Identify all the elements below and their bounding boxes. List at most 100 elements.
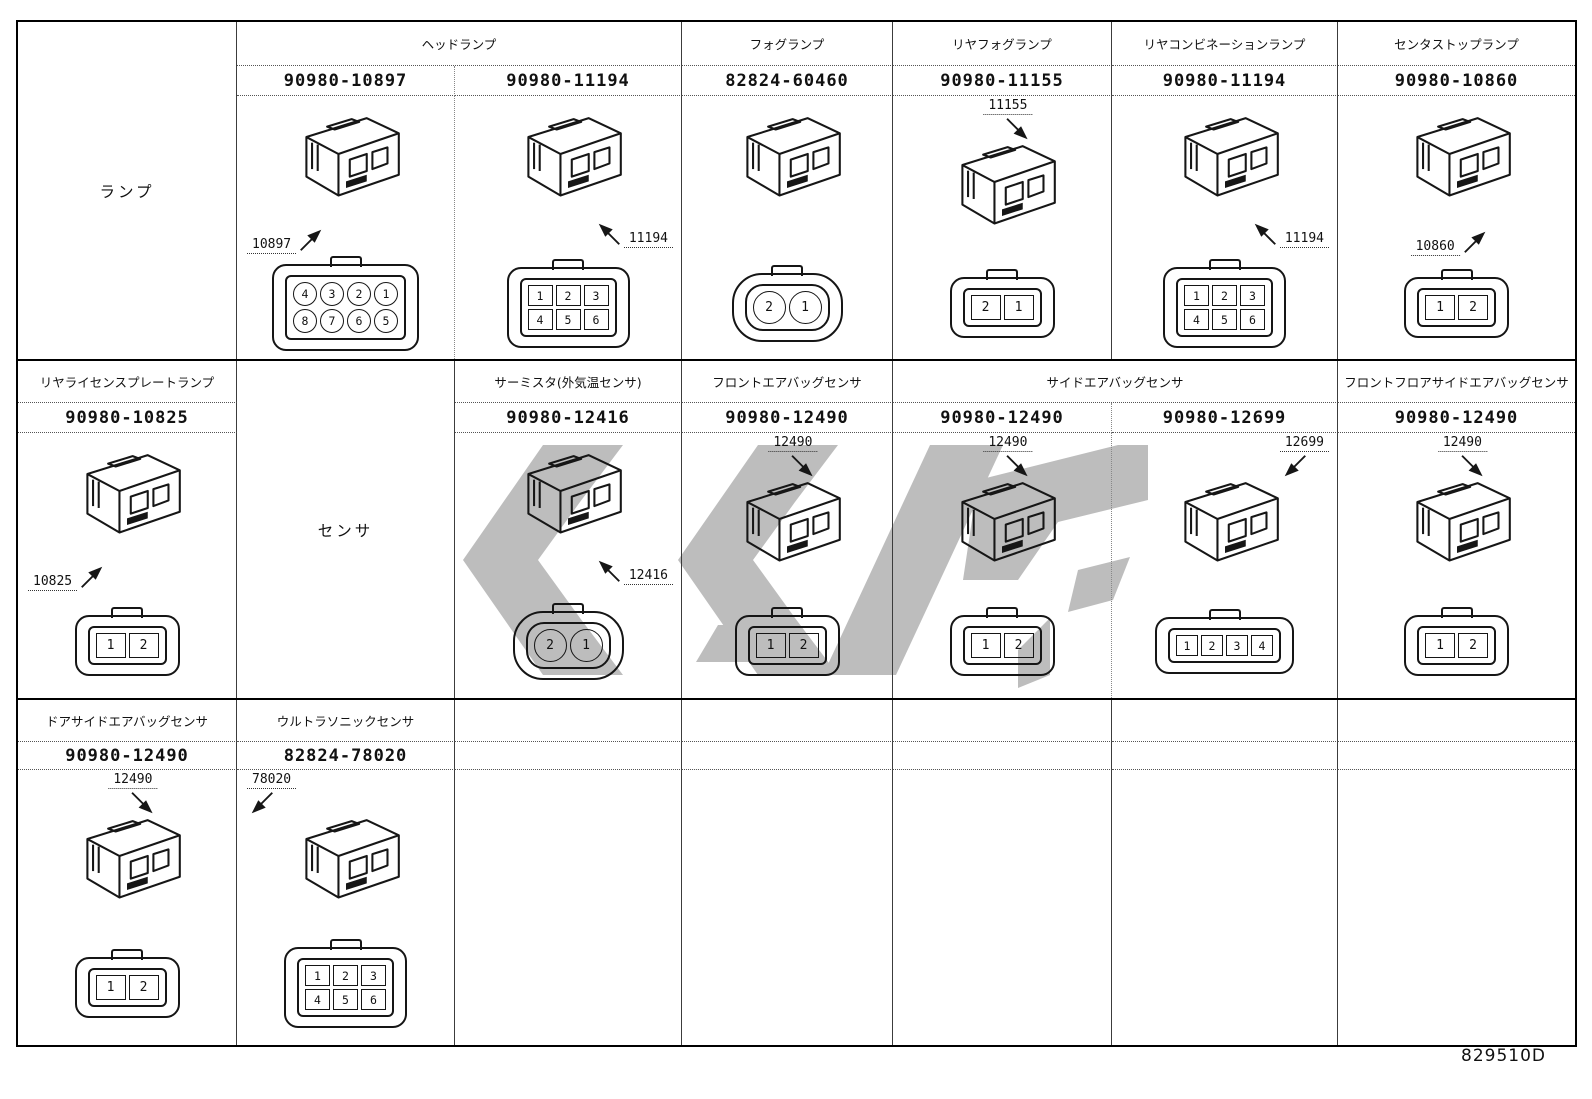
group-title-cell: リヤライセンスプレートランプ xyxy=(18,361,237,403)
pin-number: 5 xyxy=(555,309,581,330)
group-title-cell: センタストップランプ xyxy=(1338,22,1575,66)
empty-drawing-cell xyxy=(893,770,1112,1045)
empty-header-cell xyxy=(893,700,1112,742)
part-number: 90980-11194 xyxy=(506,70,630,91)
group-title: ドアサイドエアバッグセンサ xyxy=(45,714,208,729)
callout-arrow-icon xyxy=(598,223,620,245)
isometric-view-area: 11194 xyxy=(1112,98,1337,258)
callout-arrow-icon xyxy=(1284,455,1306,477)
group-title-cell: ヘッドランプ xyxy=(237,22,682,66)
pin-number: 1 xyxy=(305,965,330,986)
pin-number: 5 xyxy=(374,309,398,333)
callout-arrow-icon xyxy=(598,560,620,582)
group-title-cell: リヤコンビネーションランプ xyxy=(1112,22,1338,66)
callout-label: 12490 xyxy=(983,435,1033,452)
part-number-cell: 90980-12490 xyxy=(893,403,1112,433)
callout: 10897 xyxy=(247,226,326,254)
pin-number: 6 xyxy=(1240,309,1265,330)
group-title: ウルトラソニックセンサ xyxy=(276,714,415,729)
part-number-cell: 90980-11194 xyxy=(1112,66,1338,96)
isometric-view-area xyxy=(682,98,892,258)
pin-number: 3 xyxy=(320,282,344,306)
group-title: フォグランプ xyxy=(749,37,825,52)
empty-part-number-cell xyxy=(1338,742,1575,770)
callout: 12416 xyxy=(594,557,673,585)
pin-number: 2 xyxy=(1003,633,1034,658)
callout-label: 11194 xyxy=(623,231,673,248)
footer-code: 829510D xyxy=(1461,1046,1546,1066)
pin-number: 1 xyxy=(569,629,603,662)
pin-number: 6 xyxy=(361,989,386,1010)
callout-label: 12490 xyxy=(1437,435,1487,452)
empty-part-number-cell xyxy=(682,742,893,770)
group-title: ヘッドランプ xyxy=(421,37,497,52)
pin-number: 3 xyxy=(361,965,386,986)
connector-isometric-drawing xyxy=(527,117,622,197)
empty-header-cell xyxy=(455,700,682,742)
part-number: 82824-78020 xyxy=(283,745,408,766)
empty-drawing-cell xyxy=(1338,770,1575,1045)
connector-isometric-drawing xyxy=(1415,482,1511,562)
pin-number: 2 xyxy=(128,975,159,1000)
pin-number: 2 xyxy=(333,965,358,986)
part-number: 90980-12490 xyxy=(725,407,849,428)
pin-number: 2 xyxy=(533,629,567,662)
callout-arrow-icon xyxy=(251,792,273,814)
pin-number: 5 xyxy=(333,989,358,1010)
pin-number: 1 xyxy=(374,282,398,306)
isometric-view-area: 10860 xyxy=(1338,98,1575,258)
pin-number: 4 xyxy=(1251,635,1273,656)
callout: 11194 xyxy=(1250,220,1329,248)
connector-isometric-drawing xyxy=(961,482,1056,562)
isometric-view-area: 12699 xyxy=(1112,435,1337,595)
pin-number: 1 xyxy=(970,633,1001,658)
callout-arrow-icon xyxy=(131,792,153,814)
pin-number: 4 xyxy=(293,282,317,306)
part-number-cell: 90980-11155 xyxy=(893,66,1112,96)
part-number-cell: 90980-12490 xyxy=(1338,403,1575,433)
empty-part-number-cell xyxy=(1112,742,1338,770)
callout-arrow-icon xyxy=(300,229,322,251)
pin-number: 6 xyxy=(347,309,371,333)
pin-number: 1 xyxy=(1176,635,1198,656)
pin-number: 1 xyxy=(527,285,553,306)
connector-isometric-drawing xyxy=(86,454,181,534)
part-number: 90980-11194 xyxy=(1162,70,1287,91)
part-number: 90980-12490 xyxy=(65,745,189,766)
pin-number: 7 xyxy=(320,309,344,333)
pin-number: 3 xyxy=(1226,635,1248,656)
